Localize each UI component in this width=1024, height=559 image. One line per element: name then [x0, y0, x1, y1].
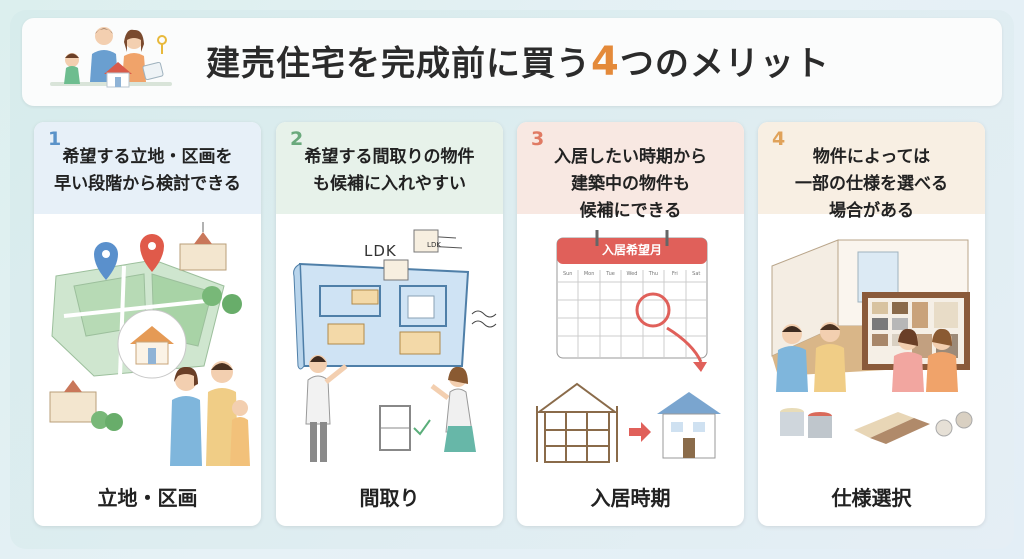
card-label: 間取り	[359, 486, 420, 510]
merit-card-2: 2 希望する間取りの物件 も候補に入れやすい LDK	[276, 122, 503, 526]
card-label: 入居時期	[590, 486, 671, 510]
page-title: 建売住宅を完成前に買う4つのメリット	[206, 39, 830, 85]
note-ldk-text: LDK	[427, 241, 441, 249]
calendar-day: Sun	[562, 271, 573, 277]
calendar-day: Fri	[671, 271, 678, 277]
merit-card-4: 4 物件によっては 一部の仕様を選べる 場合がある	[758, 122, 985, 526]
card-label: 立地・区画	[97, 486, 198, 510]
floorplan-ldk-label: LDK	[364, 242, 397, 260]
location-map-illustration-icon	[49, 222, 250, 466]
card-header-bg	[517, 122, 744, 214]
card-number: 1	[48, 128, 62, 150]
calendar-weekdays: Sun Mon Tue Wed Thu Fri Sat	[557, 271, 707, 277]
material-selection-illustration-icon	[771, 239, 973, 444]
calendar-day: Thu	[648, 271, 659, 277]
card-number: 2	[290, 128, 304, 150]
calendar-day: Wed	[626, 271, 638, 277]
card-header-bg	[758, 122, 985, 214]
merit-card-3: 3 入居したい時期から 建築中の物件も 候補にできる	[517, 122, 744, 526]
calendar-day: Sat	[692, 271, 701, 277]
floorplan-illustration-icon: LDK	[293, 229, 497, 462]
card-heading: 物件によっては 一部の仕様を選べる 場合がある	[795, 147, 948, 221]
calendar-illustration-icon	[535, 230, 721, 463]
card-header-bg	[276, 122, 503, 214]
calendar-day: Mon	[583, 271, 595, 277]
card-number: 4	[772, 128, 786, 150]
calendar-day: Tue	[606, 271, 615, 277]
card-header-bg	[34, 122, 261, 214]
family-illustration-icon	[50, 27, 172, 88]
card-heading: 希望する間取りの物件 も候補に入れやすい	[304, 147, 475, 194]
card-heading: 入居したい時期から 建築中の物件も 候補にできる	[554, 147, 707, 221]
header-banner	[22, 18, 1002, 106]
merit-card-1: 1 希望する立地・区画を 早い段階から検討できる	[34, 122, 261, 526]
card-heading: 希望する立地・区画を 早い段階から検討できる	[54, 147, 241, 194]
card-label: 仕様選択	[831, 486, 912, 510]
card-number: 3	[531, 128, 545, 150]
calendar-title: 入居希望月	[601, 243, 662, 257]
